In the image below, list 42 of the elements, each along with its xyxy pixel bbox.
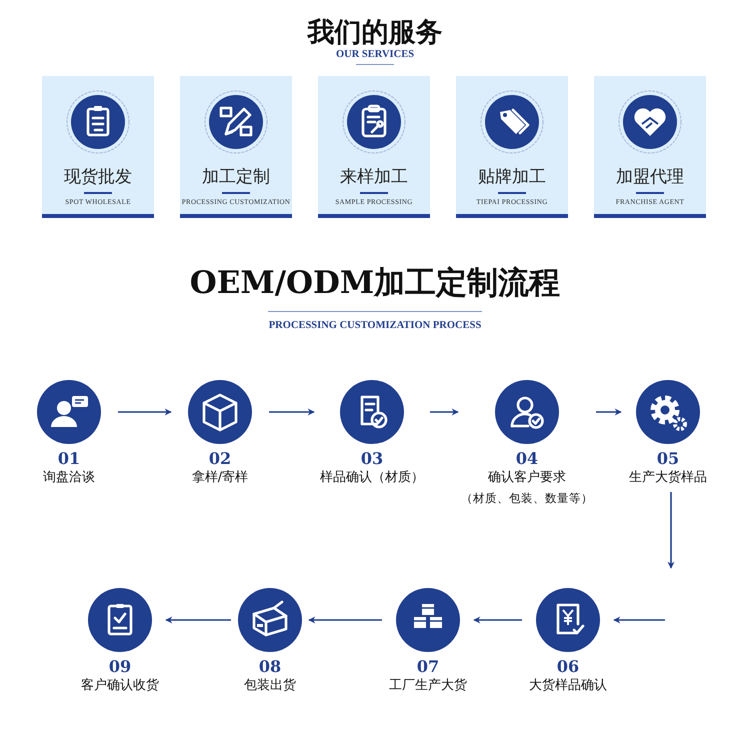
arrow — [613, 616, 665, 624]
card-title: 贴牌加工 — [477, 166, 547, 188]
service-card — [318, 76, 430, 218]
arrow — [118, 408, 172, 416]
step-label: 确认客户要求 — [488, 469, 566, 487]
card-title: 现货批发 — [63, 166, 133, 188]
step-label: 询盘洽谈 — [43, 469, 95, 487]
card-title: 加工定制 — [201, 166, 271, 188]
step-number: 05 — [656, 450, 680, 468]
step-label: 工厂生产大货 — [389, 677, 467, 695]
step-label: 大货样品确认 — [529, 677, 607, 695]
step-number: 03 — [360, 450, 384, 468]
step-number: 04 — [516, 450, 538, 468]
step-number: 09 — [108, 658, 132, 676]
arrow — [165, 616, 231, 624]
step-label: （材质、包装、数量等） — [461, 490, 593, 507]
arrow — [269, 408, 315, 416]
step-number: 07 — [416, 658, 440, 676]
heading: OEM/ODM加工定制流程 — [190, 264, 560, 303]
arrow — [596, 408, 622, 416]
step-label: 生产大货样品 — [629, 469, 707, 487]
card-title: 来样加工 — [339, 166, 409, 188]
step-number: 02 — [208, 450, 232, 468]
service-card — [180, 76, 292, 218]
service-card — [42, 76, 154, 218]
card-title: 加盟代理 — [615, 166, 685, 188]
arrow — [668, 492, 674, 569]
arrow — [430, 408, 459, 416]
step-number: 06 — [556, 658, 580, 676]
arrow — [308, 616, 382, 624]
heading: 我们的服务 — [308, 16, 442, 50]
arrow — [473, 616, 522, 624]
step-label: 客户确认收货 — [81, 677, 159, 695]
step-number: 01 — [58, 450, 80, 468]
subheading: OUR SERVICES — [336, 49, 414, 60]
service-card — [594, 76, 706, 218]
service-card — [456, 76, 568, 218]
subheading: PROCESSING CUSTOMIZATION PROCESS — [268, 320, 482, 331]
step-number: 08 — [258, 658, 282, 676]
step-label: 包装出货 — [244, 677, 296, 695]
step-label: 样品确认（材质） — [320, 469, 424, 487]
step-label: 拿样/寄样 — [192, 469, 248, 487]
